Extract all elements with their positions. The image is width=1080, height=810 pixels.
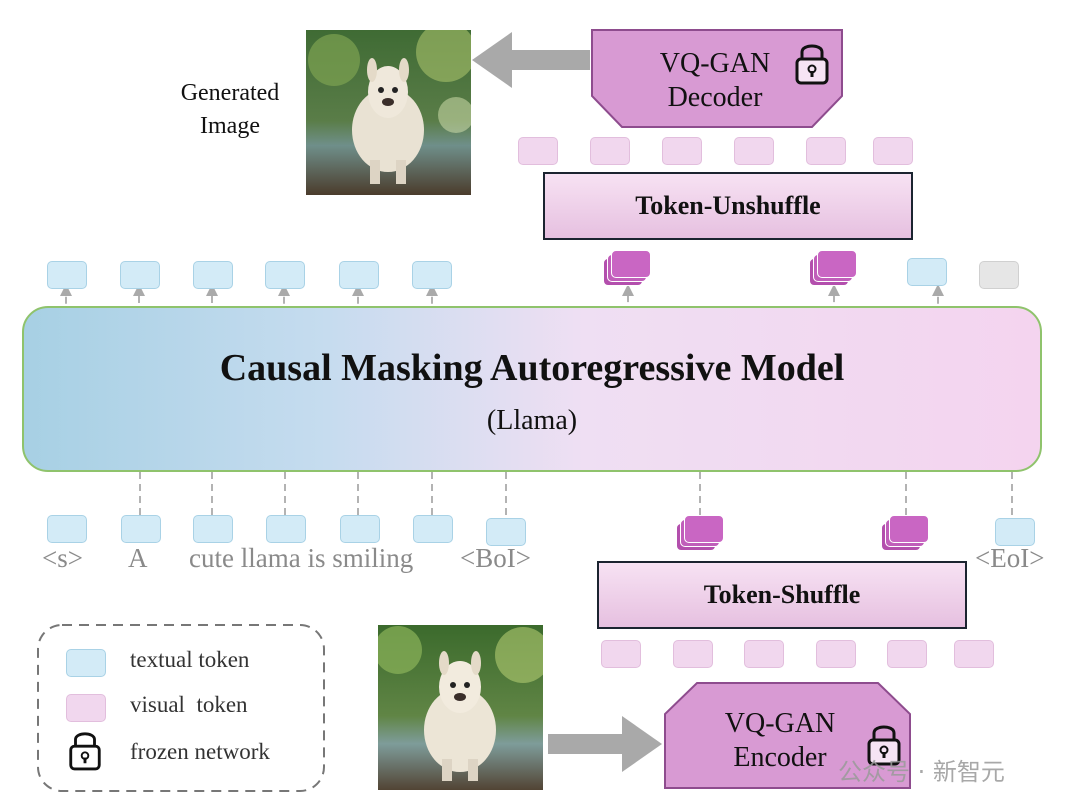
input-textual-token: [413, 515, 453, 543]
image-to-encoder-arrow: [548, 716, 662, 772]
visual-token: [954, 640, 994, 668]
output-textual-token: [412, 261, 452, 289]
output-end-token: [979, 261, 1019, 289]
label-a: A: [128, 543, 148, 573]
visual-token: [601, 640, 641, 668]
vq-gan-encoder-shape: [664, 682, 911, 789]
output-textual-token: [47, 261, 87, 289]
output-textual-token: [907, 258, 947, 286]
visual-token: [873, 137, 913, 165]
vq-gan-encoder: VQ-GAN Encoder: [700, 707, 860, 775]
decoder-subtitle: Decoder: [667, 82, 763, 113]
token-shuffle-label: Token-Shuffle: [703, 580, 861, 609]
encoder-subtitle: Encoder: [733, 742, 827, 773]
label-eoi: <EoI>: [975, 543, 1045, 573]
generated-image: [306, 30, 471, 195]
output-visual-token-stack: [809, 250, 857, 286]
label-start-token: <s>: [42, 543, 83, 573]
legend-lock-icon: [69, 732, 101, 771]
output-textual-token: [265, 261, 305, 289]
visual-token: [673, 640, 713, 668]
legend-frozen-label: frozen network: [130, 739, 270, 764]
encoder-title: VQ-GAN: [724, 708, 836, 739]
input-textual-token: [266, 515, 306, 543]
encoder-lock-icon: [867, 725, 901, 766]
visual-token: [662, 137, 702, 165]
input-textual-token: [121, 515, 161, 543]
output-textual-token: [193, 261, 233, 289]
token-unshuffle-box: Token-Unshuffle: [543, 172, 913, 240]
output-textual-token: [120, 261, 160, 289]
output-textual-token: [339, 261, 379, 289]
visual-token: [816, 640, 856, 668]
visual-token: [806, 137, 846, 165]
visual-token: [518, 137, 558, 165]
visual-token: [590, 137, 630, 165]
decoder-title: VQ-GAN: [659, 48, 771, 79]
model-title: Causal Masking Autoregressive Model: [219, 347, 845, 389]
input-textual-token: [995, 518, 1035, 546]
input-visual-token-stack: [881, 515, 929, 551]
vq-gan-decoder: VQ-GAN Decoder: [640, 47, 790, 115]
input-image: [378, 625, 543, 790]
legend-visual-label: visual token: [130, 692, 248, 717]
input-textual-token: [486, 518, 526, 546]
legend-textual-swatch: [66, 649, 106, 677]
generated-image-label: Generated Image: [180, 80, 280, 139]
label-boi: <BoI>: [460, 543, 531, 573]
watermark-text: 公众号 · 新智元: [838, 758, 1005, 786]
token-shuffle-box: Token-Shuffle: [597, 561, 967, 629]
label-sentence: cute llama is smiling: [189, 543, 414, 573]
output-visual-token-stack: [603, 250, 651, 286]
token-unshuffle-label: Token-Unshuffle: [635, 191, 821, 220]
input-textual-token: [47, 515, 87, 543]
legend-box: [37, 624, 325, 792]
visual-token: [734, 137, 774, 165]
legend-visual-swatch: [66, 694, 106, 722]
visual-token: [744, 640, 784, 668]
visual-token: [887, 640, 927, 668]
input-textual-token: [193, 515, 233, 543]
vq-gan-decoder-shape: [591, 29, 843, 128]
causal-masking-model: [22, 306, 1042, 472]
legend-textual-label: textual token: [130, 647, 250, 672]
input-textual-token: [340, 515, 380, 543]
decoder-lock-icon: [795, 44, 829, 85]
watermark: 公众号 · 新智元: [838, 752, 1005, 787]
model-subtitle: (Llama): [486, 405, 578, 436]
input-visual-token-stack: [676, 515, 724, 551]
decoder-to-image-arrow: [472, 32, 590, 88]
